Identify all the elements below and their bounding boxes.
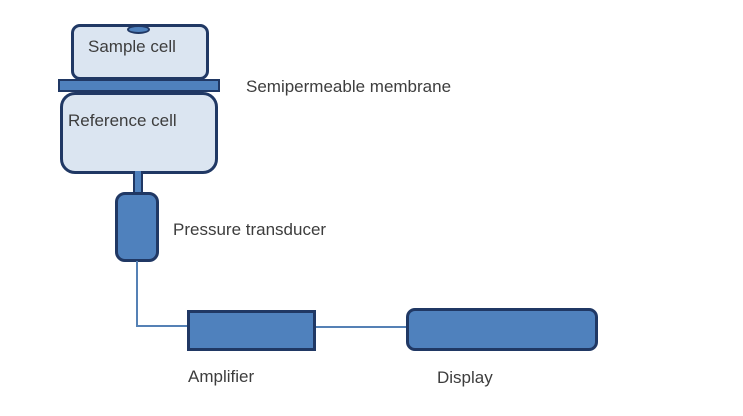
sample-cell-port: [127, 25, 150, 34]
pressure-transducer-shape: [115, 192, 159, 262]
amplifier-to-display-line: [315, 326, 407, 328]
reference-cell-shape: Reference cell: [60, 92, 218, 174]
reference-cell-label: Reference cell: [68, 111, 177, 130]
display-label: Display: [437, 368, 493, 387]
sample-cell-label: Sample cell: [88, 37, 176, 56]
transducer-down-line: [136, 261, 138, 327]
semipermeable-membrane-bar: [58, 79, 220, 92]
amplifier-box: [187, 310, 316, 351]
semipermeable-membrane-label: Semipermeable membrane: [246, 77, 452, 96]
pressure-transducer-label: Pressure transducer: [173, 220, 327, 239]
display-box: [406, 308, 598, 351]
amplifier-label: Amplifier: [188, 367, 255, 386]
elbow-to-amplifier-line: [136, 325, 188, 327]
